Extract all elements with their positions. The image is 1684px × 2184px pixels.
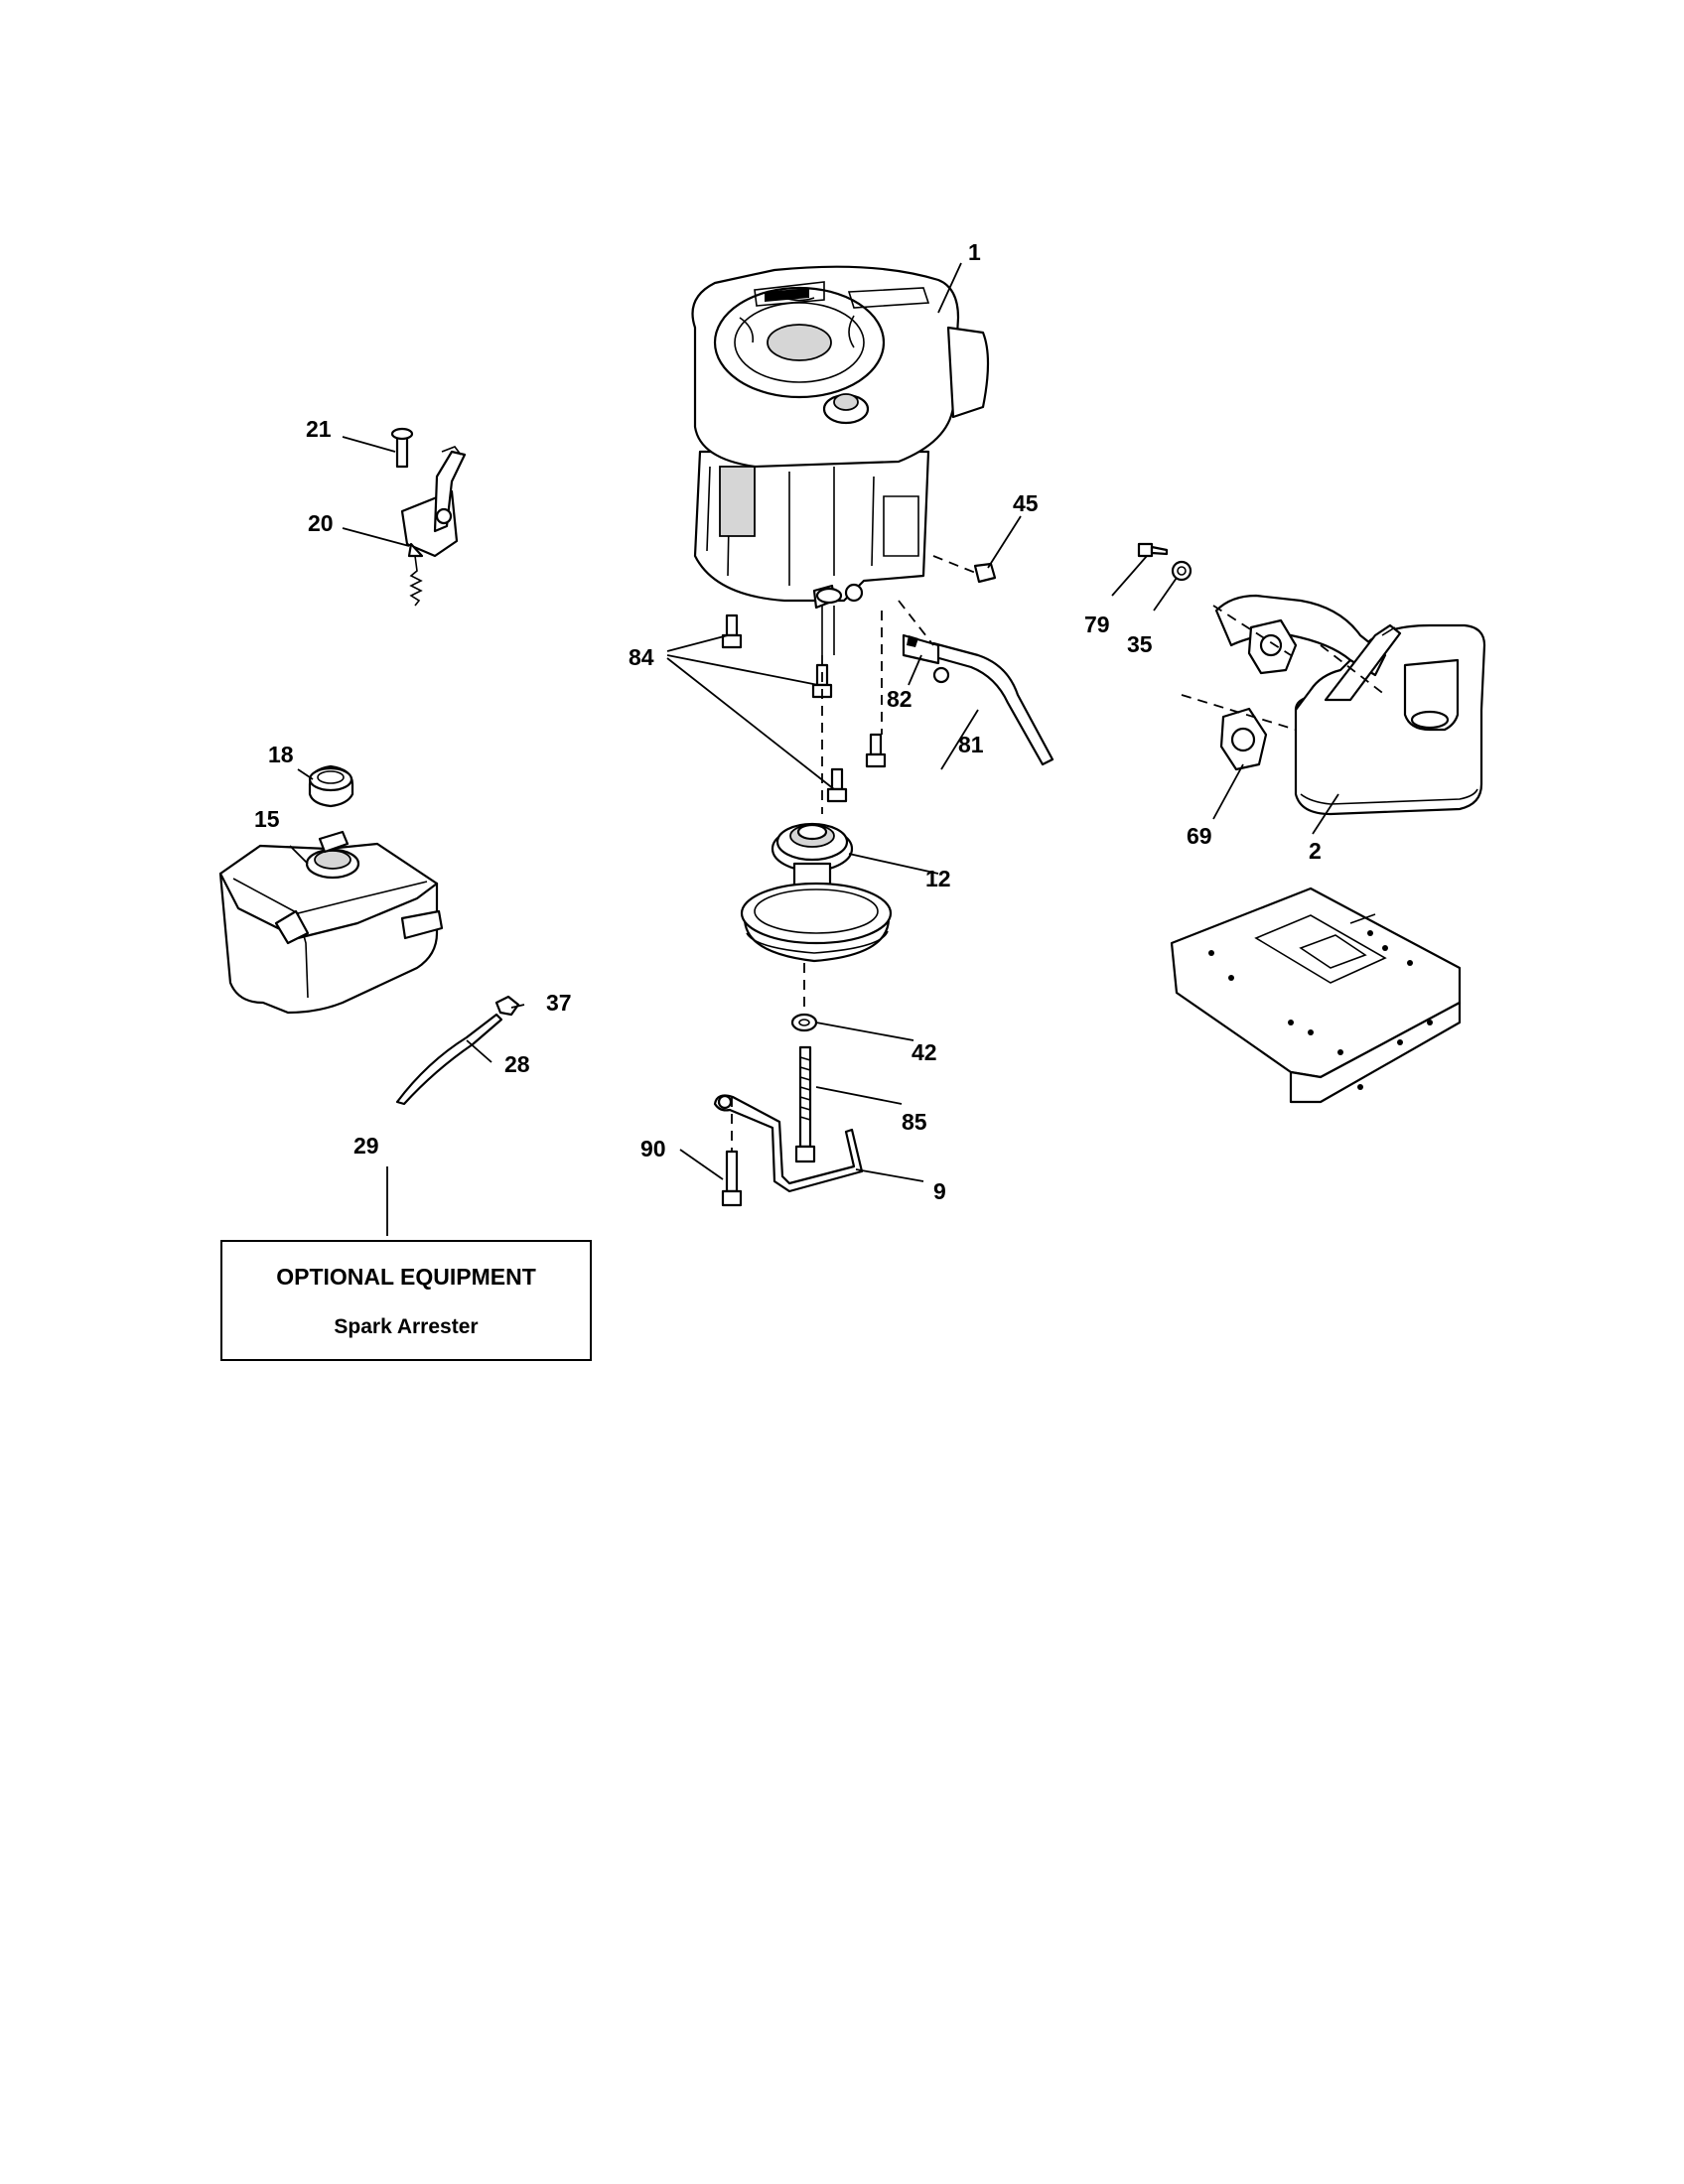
callout-90: 90 [640, 1136, 666, 1161]
callout-2: 2 [1309, 838, 1322, 864]
callout-82: 82 [887, 686, 912, 712]
pulley-hardware [713, 1013, 864, 1207]
callout-12: 12 [925, 866, 951, 891]
optional-equipment-box: OPTIONAL EQUIPMENT Spark Arrester [220, 1240, 592, 1361]
callout-79: 79 [1084, 612, 1110, 637]
callout-20: 20 [308, 510, 334, 536]
callout-28: 28 [504, 1051, 530, 1077]
callout-37: 37 [546, 990, 572, 1016]
callout-42: 42 [912, 1039, 937, 1065]
callout-35: 35 [1127, 631, 1153, 657]
callout-labels: 1 21 20 45 79 35 84 82 81 18 15 69 2 12 … [254, 239, 1322, 1204]
callout-21: 21 [306, 416, 332, 442]
callout-81: 81 [958, 732, 984, 757]
engine-mounting-bolts [721, 562, 997, 803]
callout-15: 15 [254, 806, 280, 832]
callout-84: 84 [629, 644, 654, 670]
muffler-assembly [1137, 542, 1486, 816]
engine-pulley [740, 822, 893, 963]
alignment-lines [731, 555, 1386, 1152]
fuel-hose [902, 633, 1054, 766]
callout-85: 85 [902, 1109, 927, 1135]
callout-45: 45 [1013, 490, 1039, 516]
callout-9: 9 [933, 1178, 946, 1204]
engine [691, 265, 990, 655]
callout-18: 18 [268, 742, 294, 767]
leader-lines [289, 262, 1339, 1236]
callout-69: 69 [1187, 823, 1212, 849]
callout-29: 29 [353, 1133, 379, 1159]
optional-equipment-title: OPTIONAL EQUIPMENT [276, 1264, 536, 1290]
callout-1: 1 [968, 239, 981, 265]
throttle-control [390, 427, 467, 607]
fuel-tank [218, 764, 444, 1015]
engine-mounting-plate [1170, 887, 1462, 1104]
fuel-line [395, 995, 520, 1106]
optional-equipment-item: Spark Arrester [334, 1315, 479, 1338]
